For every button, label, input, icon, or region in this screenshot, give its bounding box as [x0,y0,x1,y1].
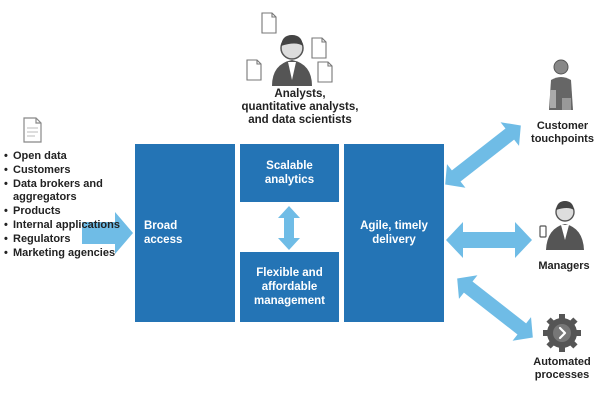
customer-touchpoints-label: Customer touchpoints [525,120,600,146]
block-label: Broad [144,220,178,232]
source-item: Open data [4,150,124,164]
scalable-analytics-block: Scalable analytics [240,144,339,202]
source-item: Customers [4,164,124,178]
analysts-line: Analysts, [274,88,326,100]
manager-person-icon [539,201,584,250]
source-item: Marketing agencies [4,247,124,261]
role-label-line: processes [534,369,590,381]
document-icon [23,117,42,143]
block-label: affordable [261,281,318,293]
block-label: Agile, timely [360,220,428,232]
arrow-managers [446,222,532,258]
arrow-automated-processes [457,275,533,341]
internal-double-arrow [278,206,300,250]
block-label: delivery [372,234,416,246]
analysts-caption: Analysts, quantitative analysts, and dat… [225,88,375,127]
role-label-line: touchpoints [531,133,594,145]
source-item: Products [4,205,124,219]
flexible-management-block: Flexible and affordable management [240,252,339,322]
analyst-person-icon [272,35,312,86]
managers-label: Managers [530,260,598,273]
broad-access-block: Broad access [135,144,235,322]
block-label: Flexible and [256,267,323,279]
block-label: analytics [264,174,315,186]
block-label: management [254,295,325,307]
source-item: Internal applications [4,219,124,233]
block-label: Scalable [266,160,313,172]
analysts-line: and data scientists [248,114,352,126]
source-item: Regulators [4,233,124,247]
arrow-customer-touchpoints [445,122,521,188]
automated-processes-label: Automated processes [524,356,600,382]
agile-delivery-block: Agile, timely delivery [344,144,444,322]
customer-person-icon [549,59,573,110]
gear-icon [543,314,581,352]
source-item: Data brokers and aggregators [4,178,124,206]
analysts-documents-icon [246,12,333,83]
analysts-line: quantitative analysts, [241,101,359,113]
role-label-line: Managers [538,260,590,272]
role-label-line: Customer [536,120,589,132]
role-label-line: Automated [533,356,591,368]
data-sources-list: Open data Customers Data brokers and agg… [4,150,124,260]
block-label: access [144,234,183,246]
